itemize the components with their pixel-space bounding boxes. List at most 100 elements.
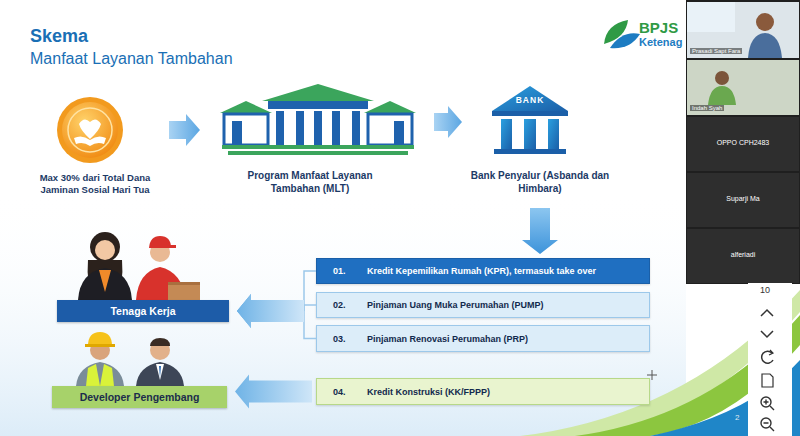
row-number: 02. [317,300,367,310]
decor-shape [99,270,111,292]
decor-shape [159,366,161,378]
decor-shape [687,117,799,171]
bank-sign: BANK [470,95,590,105]
bank-node: BANK Bank Penyalur (Asbanda dan Himbara) [470,82,610,198]
decor-shape [156,364,164,380]
decor-shape [686,0,800,284]
decor-shape [364,101,416,113]
bank-caption: Bank Penyalur (Asbanda dan Himbara) [470,170,610,195]
decor-shape [74,136,106,146]
viewer-toolbar [748,283,792,436]
logo-text: Ketenag [639,36,682,48]
decor-shape [88,332,112,346]
decor-shape [136,362,184,386]
decor-shape [748,33,782,58]
slide-number: 2 [735,413,739,422]
decor-shape [85,344,115,347]
row-number: 03. [317,334,367,344]
decor-shape [86,364,100,386]
band-text: Developer Pengembang [80,391,200,403]
decor-shape [492,111,568,116]
decor-shape [494,149,566,154]
row-text: Kredit Kepemilikan Rumah (KPR), termasuk… [367,266,649,276]
flow-arrow [434,106,462,138]
decor-shape [57,97,123,163]
decor-shape [764,400,775,411]
decor-shape [762,374,773,387]
decor-shape [748,283,792,436]
participant-name: alferiadi [687,251,799,258]
slide-title: Skema [30,26,88,47]
decor-shape [756,13,774,31]
flow-arrow [237,294,316,339]
merge-line [304,305,316,311]
decor-shape [687,173,799,227]
service-row: 01.Kredit Kepemilikan Rumah (KPR), terma… [316,258,650,284]
decor-shape [76,362,124,386]
decor-shape [332,111,340,145]
video-panels [686,0,800,284]
decor-shape [79,119,101,139]
decor-shape [296,111,304,145]
decor-shape [687,229,799,283]
decor-shape [501,119,512,149]
decor-shape [314,111,322,145]
participant-name: Indah Syah [690,105,724,111]
decor-shape [62,102,118,158]
decor-shape [232,121,242,145]
decor-shape [548,119,559,149]
decor-shape [708,86,736,105]
participant-name: OPPO CPH2483 [687,139,799,146]
flow-arrow [169,114,200,146]
arrow-shape [522,208,558,254]
band-text: Tenaga Kerja [110,305,175,317]
decor-shape [68,108,112,152]
arrow-shape [237,294,304,328]
developer-illustration [76,332,184,386]
decor-shape [0,190,686,436]
decor-shape [90,232,120,262]
decor-shape [262,84,374,101]
decor-shape [764,423,775,431]
decor-shape [368,114,412,145]
fund-caption: Max 30% dari Total Dana Jaminan Sosial H… [25,172,165,196]
decor-shape [524,119,536,149]
arrow-shape [235,375,312,409]
decor-shape [687,2,799,58]
decor-shape [95,240,115,260]
decor-shape [687,2,735,32]
decor-shape [220,101,272,113]
row-text: Pinjaman Uang Muka Perumahan (PUMP) [367,300,649,310]
program-caption: Program Manfaat Layanan Tambahan (MLT) [222,170,398,195]
fund-source-node: Max 30% dari Total Dana Jaminan Sosial H… [25,92,165,198]
decor-shape [276,111,284,145]
flow-arrow [522,208,558,254]
decor-shape [762,351,773,363]
decor-shape [158,245,176,248]
logo-text: BPJS [639,19,678,36]
slide-subtitle: Manfaat Layanan Tambahan [30,50,233,68]
service-row: 03.Pinjaman Renovasi Perumahan (PRP) [316,325,650,352]
decor-shape [168,282,200,285]
row-number: 04. [317,387,367,397]
worker-illustration [78,232,200,300]
service-row: 02.Pinjaman Uang Muka Perumahan (PUMP) [316,292,650,318]
flow-arrow [235,375,312,409]
participant-name: Prasadi Sapt Fara [690,48,742,54]
decor-shape [687,60,799,115]
flow-arrow [237,294,316,328]
merge-line [304,271,316,311]
program-node: Program Manfaat Layanan Tambahan (MLT) [210,82,410,198]
row-text: Kredit Konstruksi (KK/FPPP) [367,387,649,397]
program-building-icon [220,84,416,155]
fund-coin-icon [57,97,123,163]
flow-arrow [237,271,316,328]
decor-shape [168,282,200,300]
decor-shape [761,331,773,337]
decor-shape [222,145,414,149]
decor-shape [715,71,729,85]
arrow-shape [434,106,462,138]
arrow-shape [237,294,304,328]
